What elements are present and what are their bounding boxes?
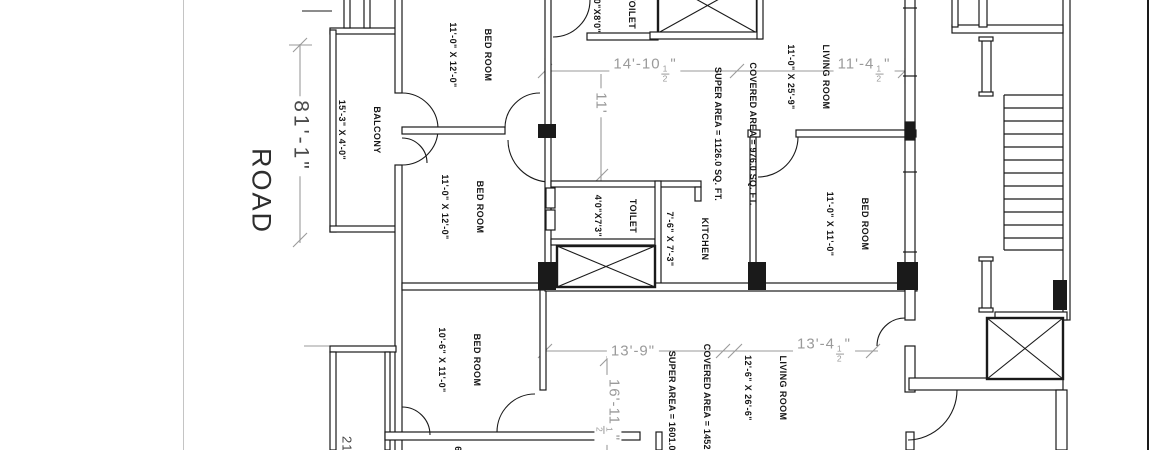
balcony-label: BALCONY 15'-3" X 4'-0" (336, 99, 382, 161)
dim-bottom-left: 13'-9" (606, 343, 660, 359)
road-label: ROAD (246, 147, 277, 235)
area-summary-bottom: COVERED AREA = 1452.0 SQ. FT. SUPER AREA… (666, 343, 712, 450)
bedroom-right-label: BED ROOM 11'-0" X 11'-0" (824, 191, 870, 257)
left-outer-wall (302, 0, 403, 450)
left-bedrooms-door-arcs (401, 92, 551, 436)
hall-door-arc (552, 0, 591, 38)
lift-x-box (985, 316, 1065, 381)
center-walls (544, 0, 918, 292)
wall-corner-blocks (538, 124, 1067, 310)
staircase (1003, 94, 1063, 251)
kitchen-label: KITCHEN 7'-6" X 7'-3" (664, 211, 710, 267)
dim-left-partial: 21' (339, 436, 355, 450)
bedroom-top-label: BED ROOM 11'-0" X 12'-0" (447, 22, 493, 88)
toilet-top-label: TOILET 4'0"X8'0" (591, 0, 637, 34)
bedroom-bottom-label: BED ROOM 10'-6" X 11'-0" (436, 327, 482, 393)
road-dimension-label: 81'-1" (290, 96, 313, 176)
bottom-balcony-walls (329, 345, 397, 450)
area-summary-top: COVERED AREA = 976.0 SQ. FT. SUPER AREA … (712, 62, 758, 206)
corridor-walls (908, 0, 1071, 450)
bedroom-mid-label: BED ROOM 11'-0" X 12'-0" (439, 174, 485, 240)
right-unit-door-arcs (757, 136, 958, 441)
label-bottom-partial: 6 (452, 446, 463, 450)
left-bedrooms-walls (384, 126, 663, 450)
stair-x-box-mid (555, 244, 657, 289)
shaft-x-box-top (649, 0, 764, 40)
dim-mid-vertical: 11' (593, 88, 610, 118)
